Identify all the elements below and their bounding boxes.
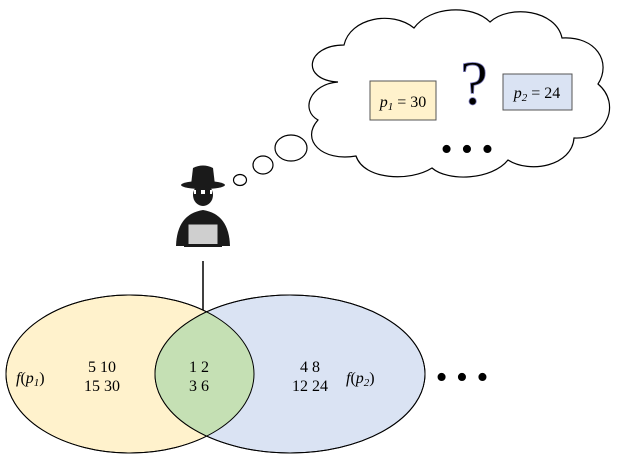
cloud-ellipsis: • • •: [441, 131, 494, 168]
venn-diagram: f(p1) 5 10 15 30 1 2 3 6 4 8 12 24 f(p2): [5, 294, 426, 454]
thought-cloud: p1 = 30 p2 = 24 ? • • •: [308, 9, 611, 178]
left-set-label: f(p1): [16, 370, 45, 389]
bubble-large: [274, 134, 308, 162]
p1-var: p: [379, 94, 388, 111]
cloud-shape: [308, 9, 611, 178]
intersection-line2: 3 6: [189, 378, 209, 395]
p2-var: p: [513, 85, 522, 102]
p1-rest: = 30: [393, 94, 426, 111]
question-mark: ?: [460, 50, 488, 118]
p1-value-box: p1 = 30: [369, 80, 437, 121]
right-only-line2: 12 24: [292, 378, 328, 395]
left-only-line2: 15 30: [84, 378, 120, 395]
bubble-small: [232, 173, 248, 187]
thought-bubbles: [232, 134, 308, 187]
left-only-line1: 5 10: [88, 359, 116, 376]
p2-sub: 2: [522, 92, 528, 104]
right-set-label: f(p2): [346, 370, 375, 389]
p1-sub: 1: [388, 101, 394, 113]
intersection-line1: 1 2: [189, 359, 209, 376]
svg-text:p2 = 24: p2 = 24: [513, 85, 561, 104]
p2-rest: = 24: [527, 85, 560, 102]
intersection-set: [155, 295, 254, 453]
right-ellipsis: • • •: [436, 359, 489, 396]
p2-value-box: p2 = 24: [502, 73, 573, 111]
bubble-medium: [252, 155, 274, 175]
p2-box-bg: [502, 73, 573, 111]
hacker-icon: [176, 165, 230, 247]
p1-box-bg: [369, 80, 437, 121]
svg-text:p1 = 30: p1 = 30: [379, 94, 427, 113]
right-only-line1: 4 8: [300, 359, 320, 376]
left-set-outline: [5, 294, 255, 454]
right-set-outline: [154, 294, 426, 454]
